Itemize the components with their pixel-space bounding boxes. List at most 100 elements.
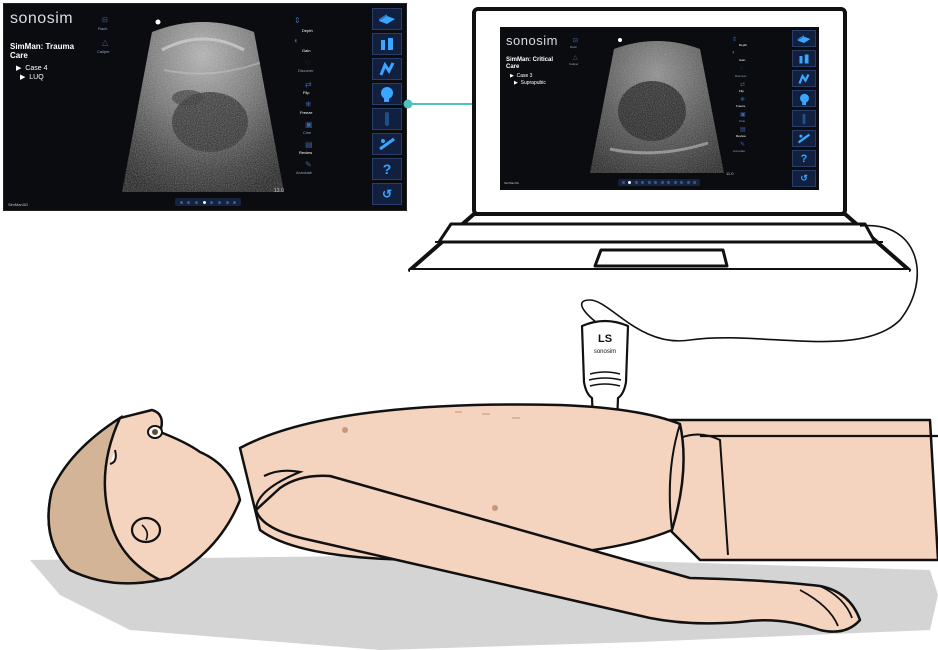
footer-label: SimMan3G (504, 181, 519, 185)
review-label: Review (736, 134, 746, 138)
page-dot[interactable] (187, 201, 190, 204)
head-view-button[interactable] (372, 83, 402, 105)
page-dot[interactable] (180, 201, 183, 204)
cine-label: Cine (303, 130, 311, 135)
page-dot[interactable] (680, 181, 683, 184)
ultrasound-image (122, 10, 284, 192)
page-dot[interactable] (674, 181, 677, 184)
gain-icon[interactable]: ◐ (294, 36, 299, 45)
page-indicator[interactable] (618, 179, 700, 186)
case-item[interactable]: ▶ Case 3 (510, 73, 532, 79)
tools-button[interactable] (372, 133, 402, 155)
discover-icon[interactable]: ◌ (740, 66, 744, 72)
region-item[interactable]: ▶ LUQ (20, 73, 44, 81)
gain-label: Gain (739, 58, 745, 62)
patient-manikin (0, 380, 938, 650)
annotate-label: Annotate (733, 149, 745, 153)
footer-label: SimMan3G (8, 202, 28, 207)
flip-icon[interactable]: ⇄ (740, 81, 745, 88)
page-dot[interactable] (635, 181, 638, 184)
probe-position-icon (798, 73, 810, 85)
probe-view-button[interactable] (792, 70, 816, 87)
depth-icon[interactable]: ⇕ (294, 16, 301, 25)
case-item[interactable]: ▶ Case 4 (16, 64, 47, 72)
freeze-label: Freeze (736, 104, 745, 108)
page-indicator[interactable] (175, 198, 241, 206)
back-button[interactable]: ↺ (792, 170, 816, 187)
depth-readout: 13.0 (274, 188, 284, 194)
volume-icon (796, 34, 812, 44)
volume-icon (377, 13, 397, 25)
page-dot[interactable] (661, 181, 664, 184)
freeze-icon[interactable]: ❄ (305, 100, 312, 109)
discover-icon[interactable]: ◌ (305, 58, 310, 67)
probe-view-button[interactable] (372, 58, 402, 80)
head-view-button[interactable] (792, 90, 816, 107)
annotate-icon[interactable]: ✎ (740, 141, 745, 148)
sonosim-logo: sonosim (10, 10, 73, 28)
page-dot[interactable] (628, 181, 631, 184)
help-button[interactable]: ? (792, 150, 816, 167)
back-button[interactable]: ↺ (372, 183, 402, 205)
help-button[interactable]: ? (372, 158, 402, 180)
volume-view-button[interactable] (792, 30, 816, 47)
page-dot[interactable] (622, 181, 625, 184)
region-item[interactable]: ▶ Suprapubic (514, 80, 546, 86)
tool-label: Rach (98, 26, 107, 31)
page-dot[interactable] (648, 181, 651, 184)
annotate-icon[interactable]: ✎ (305, 160, 312, 169)
anatomy-view-button[interactable] (372, 33, 402, 55)
help-icon: ? (801, 153, 808, 165)
page-dot[interactable] (195, 201, 198, 204)
review-icon[interactable]: ▤ (740, 126, 746, 133)
bone-view-button[interactable] (372, 108, 402, 130)
probe-brand-mark: LS (598, 333, 612, 345)
tools-icon (797, 133, 811, 144)
cine-icon[interactable]: ▣ (740, 111, 746, 118)
help-icon: ? (383, 161, 392, 177)
cine-icon[interactable]: ▣ (305, 120, 313, 129)
scenario-title: SimMan: Critical Care (506, 57, 553, 71)
cine-label: Cine (739, 119, 745, 123)
tool-label: Rach (570, 45, 577, 49)
caliper-icon[interactable]: △ (573, 54, 578, 61)
page-dot[interactable] (667, 181, 670, 184)
page-dot[interactable] (654, 181, 657, 184)
caliper-icon[interactable]: △ (102, 38, 108, 47)
flip-label: Flip (303, 90, 309, 95)
page-dot[interactable] (203, 201, 206, 204)
gain-label: Gain (302, 48, 310, 53)
depth-icon[interactable]: ⇕ (732, 36, 737, 43)
depth-readout: 11.0 (726, 171, 734, 176)
page-dot[interactable] (641, 181, 644, 184)
anatomy-icon (379, 36, 395, 52)
scenario-title: SimMan: Trauma Care (10, 42, 74, 60)
page-dot[interactable] (693, 181, 696, 184)
page-dot[interactable] (218, 201, 221, 204)
discover-label: Discover (298, 68, 314, 73)
volume-view-button[interactable] (372, 8, 402, 30)
review-icon[interactable]: ▤ (305, 140, 313, 149)
back-icon: ↺ (800, 173, 808, 184)
back-icon: ↺ (382, 187, 392, 201)
ruler-icon[interactable]: ⊟ (102, 16, 108, 24)
anatomy-icon (798, 53, 810, 65)
tools-icon (378, 137, 396, 151)
discover-label: Discover (735, 74, 747, 78)
page-dot[interactable] (226, 201, 229, 204)
page-dot[interactable] (687, 181, 690, 184)
ruler-icon[interactable]: ⊟ (573, 37, 578, 44)
page-dot[interactable] (210, 201, 213, 204)
gain-icon[interactable]: ◐ (732, 50, 736, 56)
bone-icon (382, 111, 392, 127)
anatomy-view-button[interactable] (792, 50, 816, 67)
tools-button[interactable] (792, 130, 816, 147)
freeze-icon[interactable]: ❄ (740, 96, 745, 103)
bone-icon (800, 113, 808, 125)
flip-label: Flip (739, 89, 744, 93)
flip-icon[interactable]: ⇄ (305, 80, 312, 89)
page-dot[interactable] (233, 201, 236, 204)
review-label: Review (299, 150, 312, 155)
depth-label: Depth (302, 28, 313, 33)
bone-view-button[interactable] (792, 110, 816, 127)
